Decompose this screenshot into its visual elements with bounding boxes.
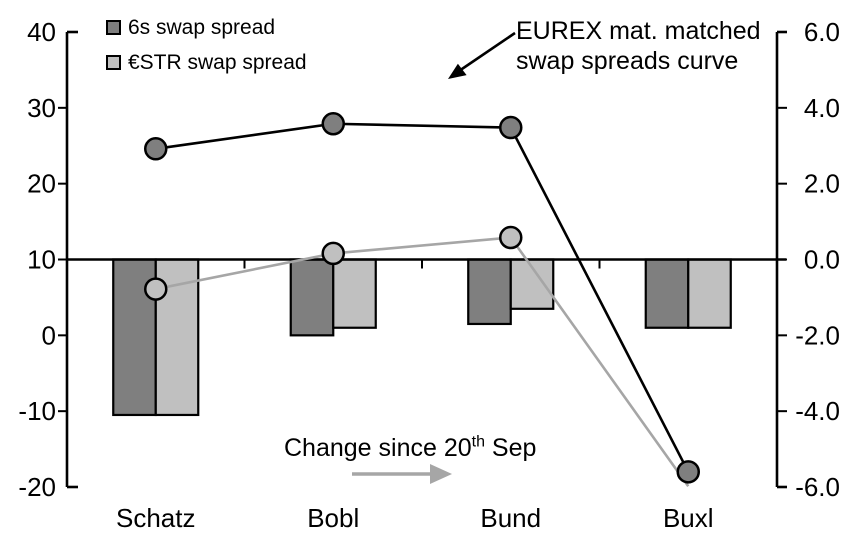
category-label-schatz: Schatz — [116, 503, 196, 533]
annotation-change-prefix: Change since 20 — [284, 434, 472, 462]
curve-annotation-arrowhead-icon — [448, 63, 467, 79]
bar-estr-buxl — [687, 258, 732, 329]
left-axis-label: 30 — [27, 93, 56, 123]
bar-estr-bobl — [332, 258, 377, 329]
right-axis-label: 2.0 — [804, 169, 840, 199]
series-line-6s — [155, 122, 690, 473]
right-axis-label: 4.0 — [804, 93, 840, 123]
legend-label-estr: €STR swap spread — [128, 51, 307, 74]
annotation-change-sup: th — [471, 433, 485, 451]
annotation-change-suffix: Sep — [484, 434, 537, 462]
left-axis-label: 0 — [42, 320, 56, 350]
marker-estr-schatz — [144, 277, 168, 301]
right-axis-label: -4.0 — [795, 396, 840, 426]
series-line-estr — [155, 236, 690, 487]
right-axis-label: 0.0 — [804, 245, 840, 275]
category-label-bobl: Bobl — [307, 503, 359, 533]
marker-6s-buxl — [676, 460, 700, 484]
category-label-bund: Bund — [480, 503, 541, 533]
legend-item-6s-swap-spread: 6s swap spread — [106, 10, 307, 45]
legend-item-estr-swap-spread: €STR swap spread — [106, 45, 307, 80]
marker-6s-bobl — [321, 112, 345, 136]
right-axis-label: 6.0 — [804, 17, 840, 47]
annotation-curve-line1: EUREX mat. matched — [516, 17, 761, 45]
legend: 6s swap spread €STR swap spread — [106, 10, 307, 80]
bar-6s-bobl — [289, 258, 335, 337]
legend-swatch-dark-square-icon — [106, 20, 121, 35]
marker-estr-bobl — [321, 241, 345, 266]
bar-6s-buxl — [644, 258, 690, 329]
curve-annotation-arrow-line — [458, 31, 516, 73]
marker-6s-schatz — [144, 137, 168, 161]
left-axis-label: 10 — [27, 245, 56, 275]
legend-label-6s: 6s swap spread — [128, 16, 276, 39]
right-axis-label: -6.0 — [795, 472, 840, 502]
change-annotation-arrowhead-icon — [430, 464, 452, 484]
marker-estr-bund — [499, 225, 523, 250]
left-axis-label: -20 — [18, 472, 56, 502]
right-axis-label: -2.0 — [795, 320, 840, 350]
left-axis-label: 20 — [27, 169, 56, 199]
left-axis-label: -10 — [18, 396, 56, 426]
left-axis-label: 40 — [27, 17, 56, 47]
annotation-change-label: Change since 20th Sep — [284, 433, 536, 462]
marker-6s-bund — [499, 115, 523, 140]
bar-6s-bund — [467, 258, 512, 326]
legend-swatch-light-square-icon — [106, 55, 121, 70]
annotation-curve-line2: swap spreads curve — [516, 47, 739, 75]
annotation-curve-label: EUREX mat. matched swap spreads curve — [516, 16, 761, 76]
category-label-buxl: Buxl — [663, 503, 714, 533]
